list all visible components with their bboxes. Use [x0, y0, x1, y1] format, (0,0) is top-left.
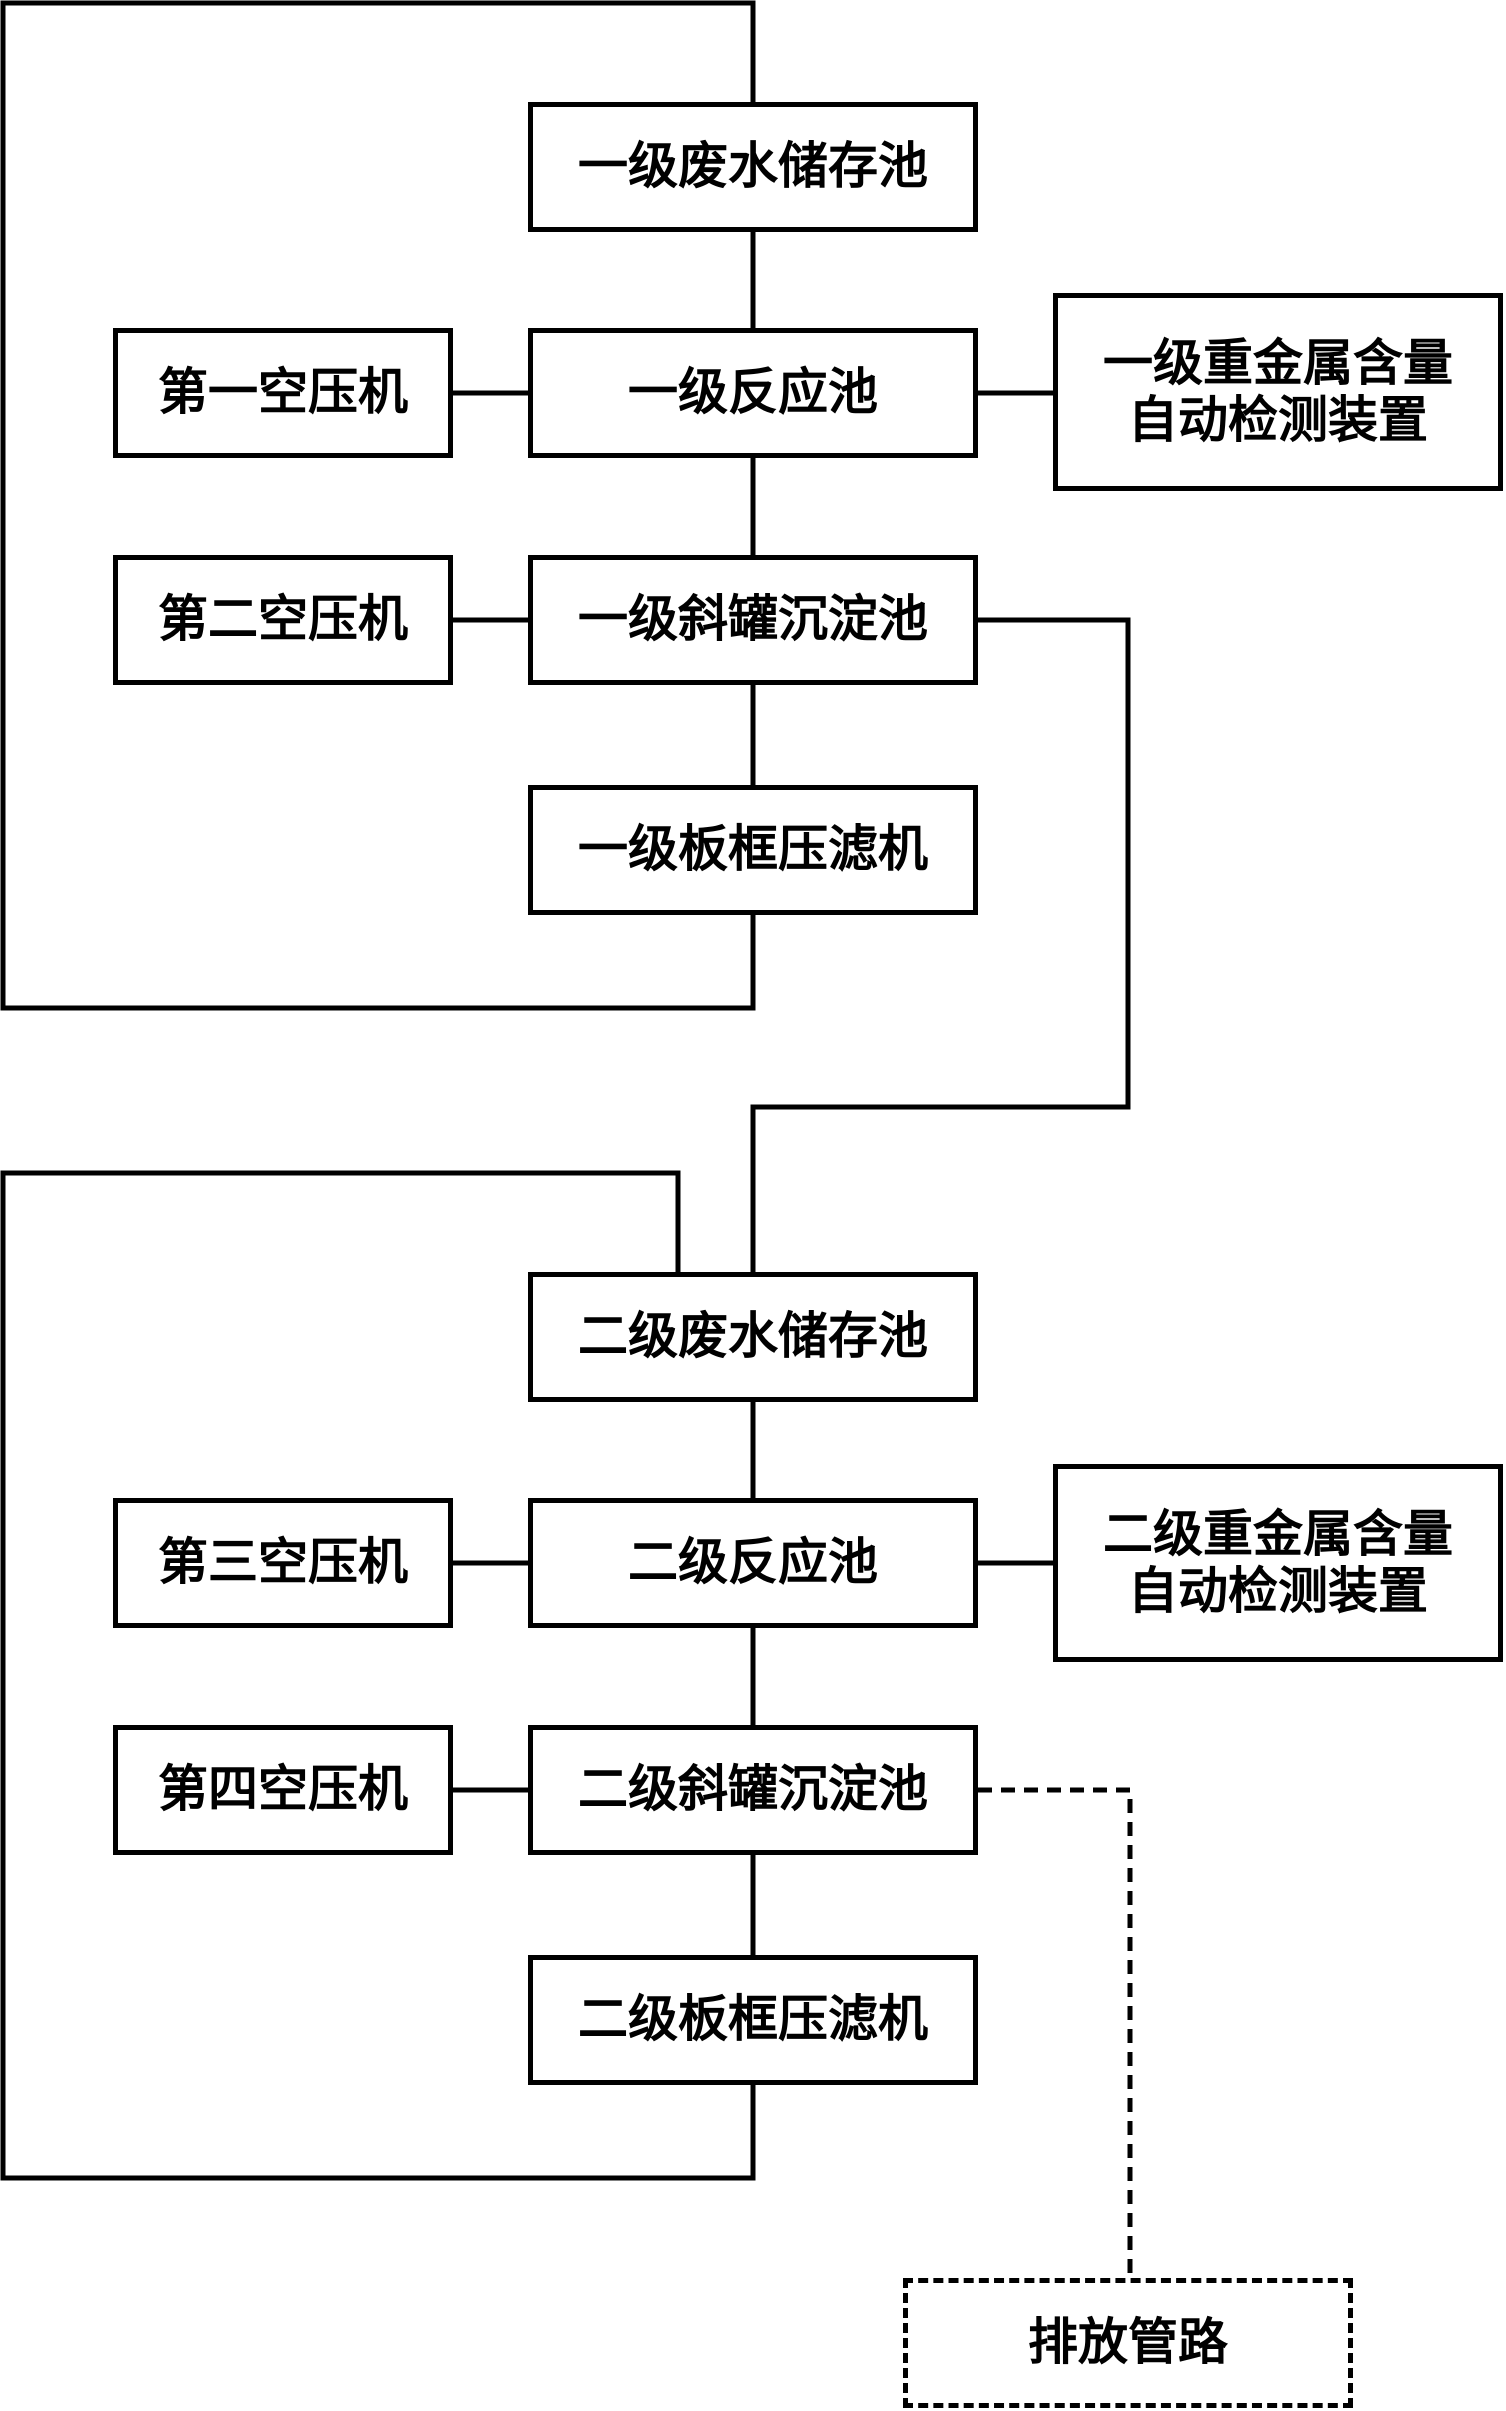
discharge-pipeline: 排放管路 — [903, 2278, 1353, 2408]
stage1-filter-press: 一级板框压滤机 — [528, 785, 978, 915]
stage1-compressor-a: 第一空压机 — [113, 328, 453, 458]
stage1-return-loop — [0, 0, 756, 1011]
stage2-reaction-tank: 二级反应池 — [528, 1498, 978, 1628]
stage2-settling-tank: 二级斜罐沉淀池 — [528, 1725, 978, 1855]
discharge-line — [978, 1787, 1133, 2278]
stage1-storage-tank: 一级废水储存池 — [528, 102, 978, 232]
stage1-settling-tank: 一级斜罐沉淀池 — [528, 555, 978, 685]
stage2-storage-tank: 二级废水储存池 — [528, 1272, 978, 1402]
stage2-compressor-b: 第四空压机 — [113, 1725, 453, 1855]
stage2-filter-press: 二级板框压滤机 — [528, 1955, 978, 2085]
stage2-metal-detector: 二级重金属含量 自动检测装置 — [1053, 1464, 1503, 1662]
stage1-reaction-tank: 一级反应池 — [528, 328, 978, 458]
stage2-return-loop — [0, 1170, 756, 2181]
stage1-compressor-b: 第二空压机 — [113, 555, 453, 685]
stage1-to-stage2-line — [750, 617, 1131, 1272]
stage1-metal-detector: 一级重金属含量 自动检测装置 — [1053, 293, 1503, 491]
stage2-compressor-a: 第三空压机 — [113, 1498, 453, 1628]
